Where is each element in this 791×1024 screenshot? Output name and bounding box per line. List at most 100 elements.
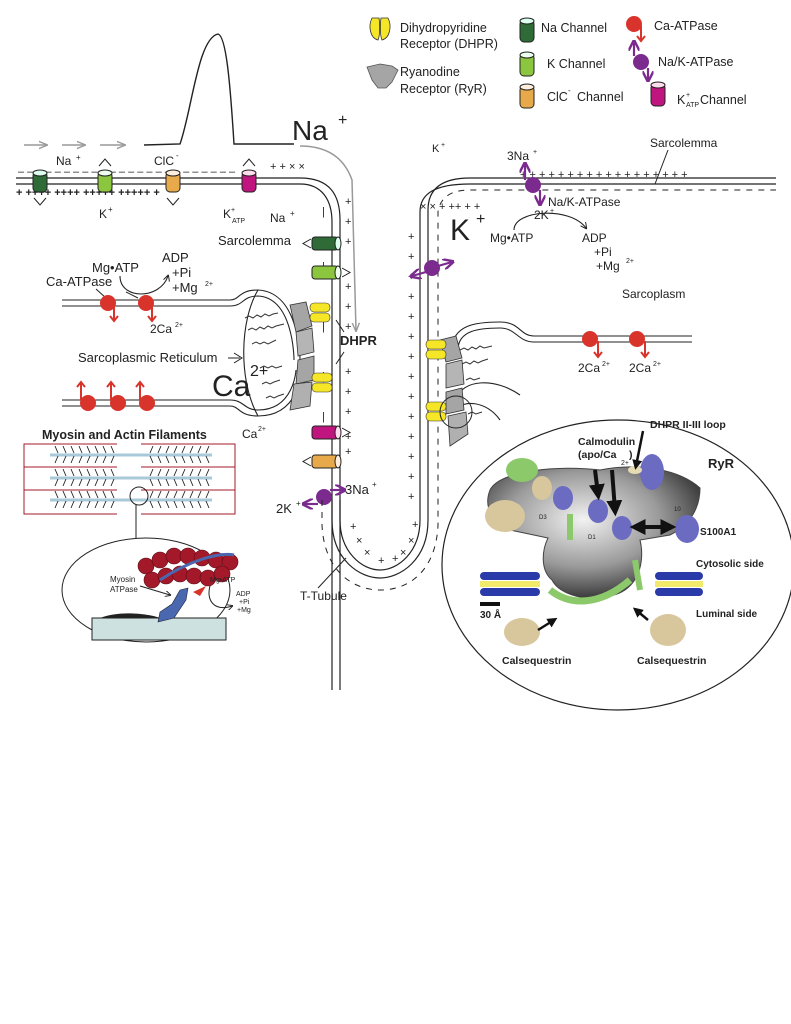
myosin-head-mark (173, 490, 178, 499)
legend-clc-channel-label: ClC (547, 90, 568, 104)
thick-filaments (50, 453, 212, 502)
myosin-head-mark (173, 500, 178, 509)
svg-text:+: + (345, 446, 351, 458)
myosin-head-mark (78, 445, 83, 454)
myosin-head-mark (189, 445, 194, 454)
calmodulin-arrow-1 (588, 469, 605, 501)
myosin-head-mark (110, 468, 115, 477)
myosin-head-mark (181, 468, 186, 477)
myosin-head-mark (189, 478, 194, 487)
protein-tan-2 (485, 500, 525, 532)
protein-calmodulin-1 (553, 486, 573, 510)
svg-text:+: + (412, 519, 418, 531)
membrane-charges-right: +××++××+ ++++++++++++++ × × + ++ + + + +… (350, 169, 688, 567)
svg-text:+ + + + + + + + + + + + + + +: + + + + + + + + + + + + + + + + + + (520, 169, 688, 181)
ryr-cluster-left (289, 301, 315, 411)
domain-10: 10 (674, 507, 681, 513)
calsequestrin-arrow-right (632, 607, 649, 621)
svg-text:+: + (76, 153, 81, 162)
svg-text:|: | (322, 411, 325, 423)
svg-text:+: + (476, 211, 485, 228)
myosin-head-mark (62, 455, 67, 464)
svg-text:+: + (290, 209, 295, 218)
svg-text:+: + (408, 431, 414, 443)
reaction-arrow-left (119, 276, 168, 295)
svg-text:+: + (350, 521, 356, 533)
k-big-label: K (450, 214, 470, 247)
myosin-head-mark (157, 490, 162, 499)
svg-text:+: + (686, 92, 690, 99)
svg-text:ATP: ATP (232, 218, 245, 225)
legend: Dihydropyridine Receptor (DHPR) Ryanodin… (366, 16, 747, 109)
myosin-head-mark (102, 490, 107, 499)
svg-text:×: × (356, 535, 362, 547)
myosin-head-mark (173, 455, 178, 464)
k-ion-label-1: K (99, 207, 107, 221)
svg-text:+: + (408, 471, 414, 483)
legend-ryr-label-2: Receptor (RyR) (400, 82, 487, 96)
myosin-head-mark (205, 468, 210, 477)
t-tubule-label: T-Tubule (300, 589, 347, 603)
domain-d3: D3 (539, 515, 547, 521)
myosin-head-mark (94, 468, 99, 477)
myosin-head-mark (110, 478, 115, 487)
myosin-head-mark (70, 455, 75, 464)
three-na-top: 3Na (507, 149, 529, 163)
legend-dhpr-label: Dihydropyridine (400, 21, 487, 35)
myosin-head-mark (86, 478, 91, 487)
myosin-head-mark (86, 445, 91, 454)
na-big-sup: + (338, 112, 347, 129)
svg-text:+: + (345, 366, 351, 378)
svg-text:+: + (231, 207, 235, 214)
svg-text:+: + (408, 331, 414, 343)
legend-katp-label: K (677, 93, 686, 107)
myosin-head-mark (149, 500, 154, 509)
na-ion-label-2: Na (270, 211, 286, 225)
ca-big-sup: 2+ (250, 363, 268, 380)
adp-right: ADP (582, 231, 607, 245)
tropomyosin (159, 552, 235, 582)
svg-text:2+: 2+ (175, 322, 183, 329)
sarcoplasm-label: Sarcoplasm (622, 287, 685, 301)
legend-dhpr-icon (369, 17, 391, 41)
svg-text:+ ++++ ++++ +++++ +++++ +: + ++++ ++++ +++++ +++++ + (16, 187, 160, 199)
svg-text:|: | (322, 321, 325, 333)
sr-label: Sarcoplasmic Reticulum (78, 350, 217, 365)
k-ion-right: K (432, 143, 440, 155)
myosin-head-mark (70, 478, 75, 487)
luminal-side-label: Luminal side (696, 609, 758, 620)
nak-atpase-ttubule (304, 489, 344, 505)
myosin-head-mark (197, 500, 202, 509)
legend-ca-atpase-label: Ca-ATPase (654, 19, 718, 33)
nak-atpase-top (525, 164, 541, 204)
svg-text:+: + (345, 431, 351, 443)
myosin-head-mark (181, 445, 186, 454)
sr-right (451, 321, 692, 421)
legend-ryr-label: Ryanodine (400, 65, 460, 79)
protein-green-3 (547, 577, 633, 605)
mg-myosin: +Mg (237, 607, 251, 614)
myosin-head-mark (110, 500, 115, 509)
myosin-head-mark (94, 478, 99, 487)
calsequestrin-left-label: Calsequestrin (502, 655, 571, 667)
lipid-bilayer-left (480, 572, 540, 596)
myosin-head-mark (94, 455, 99, 464)
calsequestrin-arrow-left (537, 617, 558, 632)
clc-channel-top (165, 169, 181, 206)
actin-bead (165, 547, 183, 565)
svg-text:2+: 2+ (205, 281, 213, 288)
myosin-atpase-label-2: ATPase (110, 585, 138, 594)
svg-text:Channel: Channel (700, 93, 747, 107)
myosin-head-mark (165, 445, 170, 454)
two-ca-right-1: 2Ca (578, 361, 600, 375)
myosin-head-mark (189, 490, 194, 499)
svg-text:|: | (322, 206, 325, 218)
ryr-tails-right (459, 345, 493, 415)
actin-bead (151, 551, 169, 569)
svg-text:+: + (408, 291, 414, 303)
legend-katp-channel-icon (650, 81, 666, 107)
protein-calmodulin-3 (612, 516, 632, 540)
myosin-head-mark (189, 500, 194, 509)
myosin-head-mark (173, 468, 178, 477)
